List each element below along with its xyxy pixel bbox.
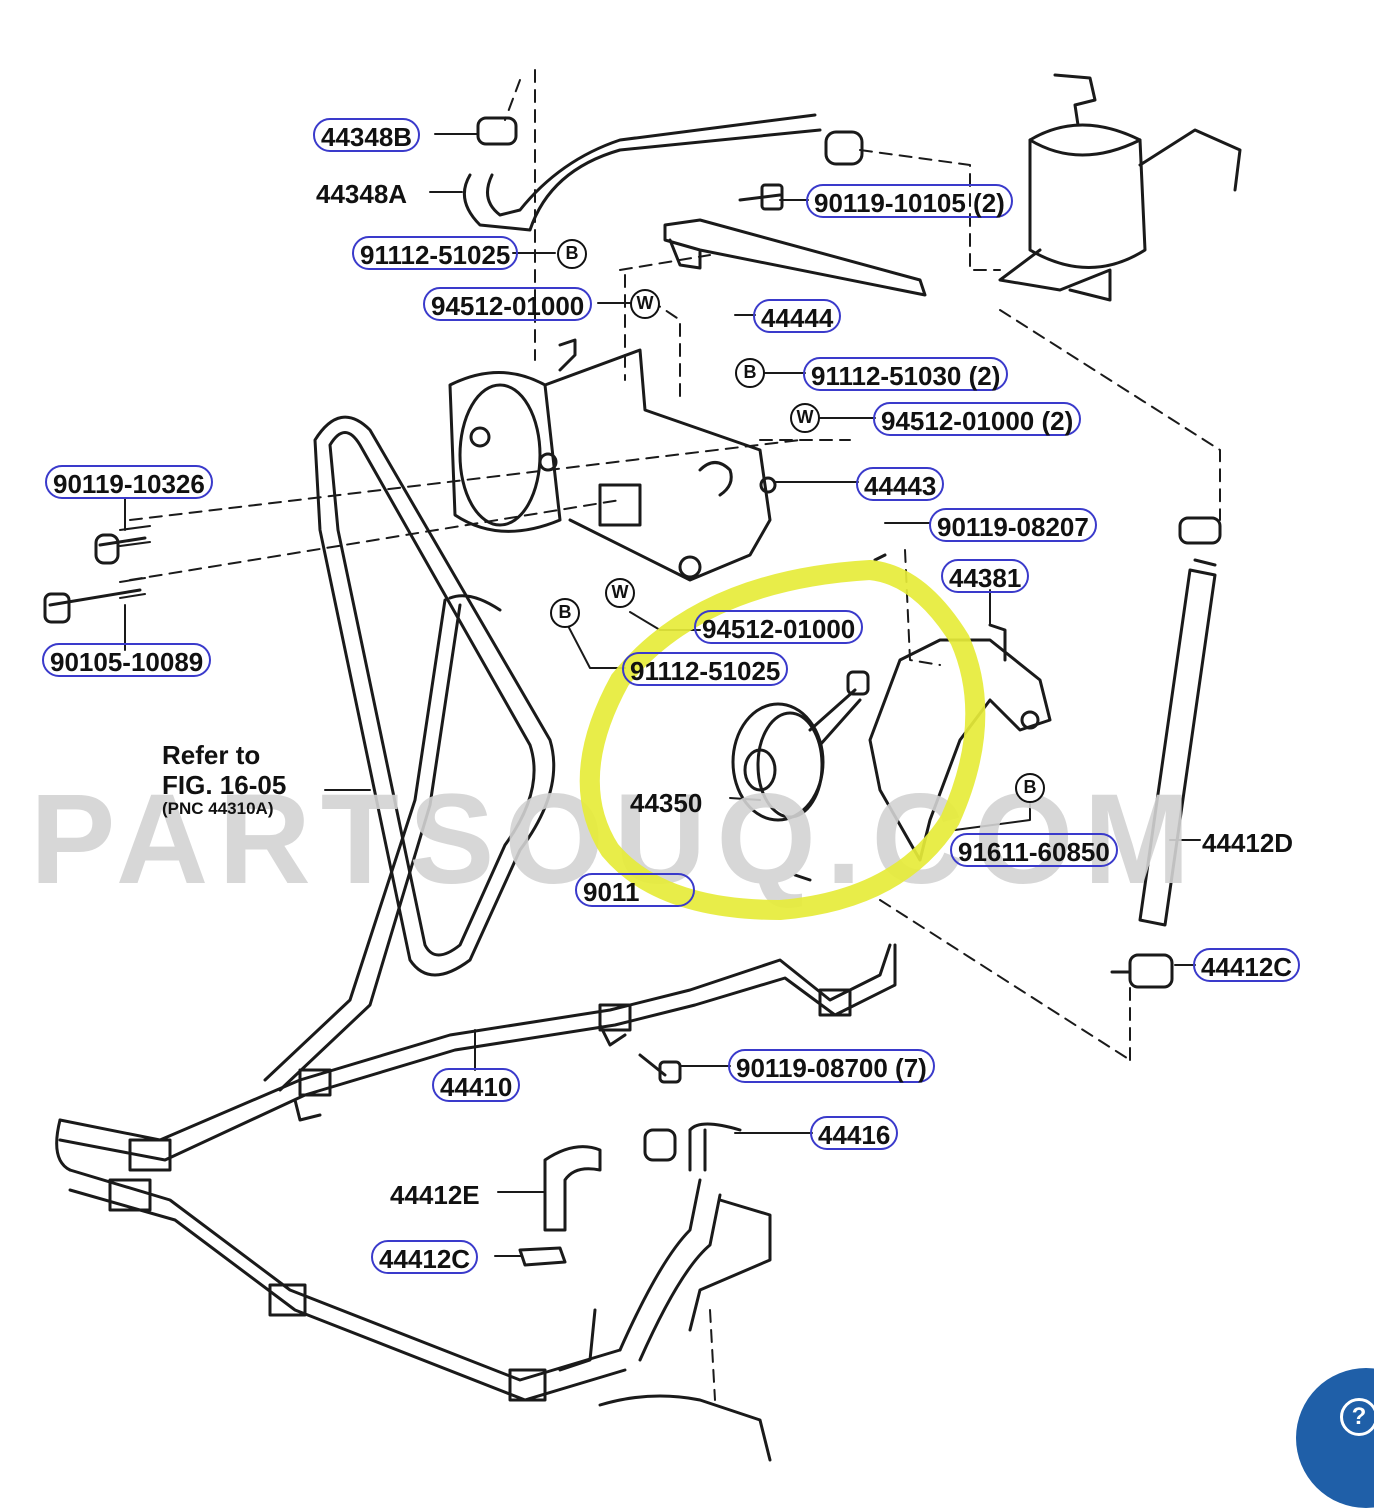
part-label-90119-10326[interactable]: 90119-10326 [45, 465, 213, 499]
part-label-44416[interactable]: 44416 [810, 1116, 899, 1150]
part-label-9011-partial[interactable]: 9011 [575, 873, 695, 907]
part-label-44381[interactable]: 44381 [941, 559, 1030, 593]
part-label-94512-01000-lower[interactable]: 94512-01000 [694, 610, 864, 644]
part-label-44410[interactable]: 44410 [432, 1068, 521, 1102]
washer-symbol-icon: W [605, 578, 635, 608]
washer-symbol-icon: W [790, 403, 820, 433]
part-label-91611-60850[interactable]: 91611-60850 [950, 833, 1118, 867]
question-mark-icon: ? [1340, 1398, 1374, 1436]
part-label-44412d: 44412D [1202, 828, 1294, 858]
bolt-symbol-icon: B [550, 598, 580, 628]
part-label-44412c-left[interactable]: 44412C [371, 1240, 479, 1274]
part-label-90119-08700[interactable]: 90119-08700 (7) [728, 1049, 935, 1083]
bolt-symbol-icon: B [1015, 773, 1045, 803]
part-label-44348a: 44348A [316, 179, 408, 209]
highlight-circle [579, 560, 986, 921]
figure-reference: Refer to FIG. 16-05 (PNC 44310A) [162, 740, 286, 818]
part-label-44444[interactable]: 44444 [753, 299, 842, 333]
part-label-94512-01000-2[interactable]: 94512-01000 (2) [873, 402, 1082, 436]
part-label-90105-10089[interactable]: 90105-10089 [42, 643, 212, 677]
bolt-symbol-icon: B [557, 239, 587, 269]
part-label-90119-10105[interactable]: 90119-10105 (2) [806, 184, 1013, 218]
part-label-44443[interactable]: 44443 [856, 467, 945, 501]
bolt-symbol-icon: B [735, 358, 765, 388]
washer-symbol-icon: W [630, 289, 660, 319]
parts-diagram [43, 69, 1242, 1462]
part-label-90119-08207[interactable]: 90119-08207 [929, 508, 1097, 542]
part-label-44412e: 44412E [390, 1180, 480, 1210]
reference-line1: Refer to [162, 740, 261, 770]
part-label-44348b[interactable]: 44348B [313, 118, 421, 152]
part-label-91112-51025-lower[interactable]: 91112-51025 [622, 652, 789, 686]
reference-line2: FIG. 16-05 [162, 770, 287, 800]
part-label-44350[interactable]: 44350 [630, 788, 703, 818]
part-label-91112-51030[interactable]: 91112-51030 (2) [803, 357, 1009, 391]
part-label-91112-51025[interactable]: 91112-51025 [352, 236, 519, 270]
reference-line3: (PNC 44310A) [162, 799, 274, 818]
part-label-44412c-right[interactable]: 44412C [1193, 948, 1301, 982]
part-label-94512-01000[interactable]: 94512-01000 [423, 287, 593, 321]
